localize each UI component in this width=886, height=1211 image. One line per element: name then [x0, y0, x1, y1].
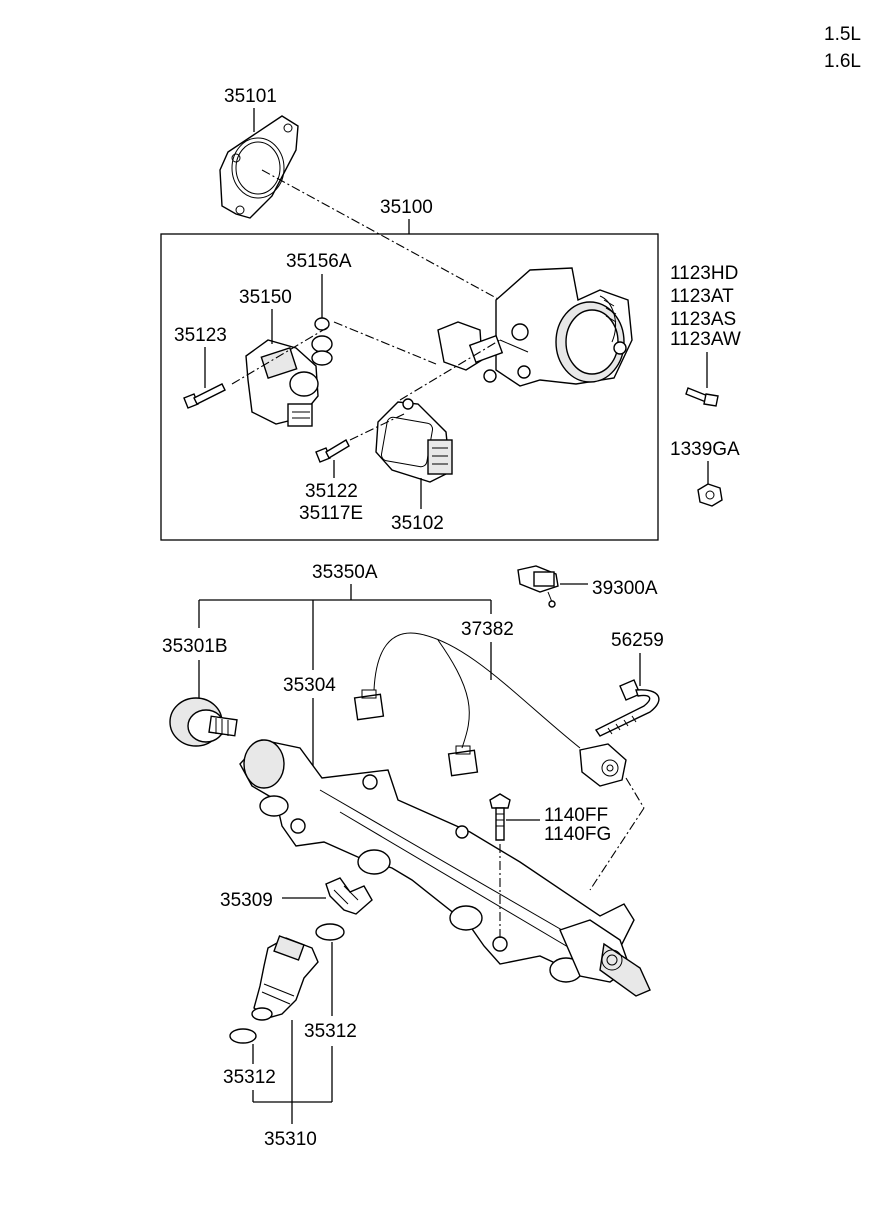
label-35310: 35310: [264, 1129, 317, 1150]
cable-tie-56259: [594, 679, 660, 737]
label-35122: 35122: [305, 481, 358, 502]
label-35100: 35100: [380, 197, 433, 218]
label-1123AW: 1123AW: [670, 329, 741, 350]
label-35312-lower: 35312: [223, 1067, 276, 1088]
label-1339GA: 1339GA: [670, 439, 740, 460]
o-rings-35156A: [311, 317, 333, 366]
label-1123AT: 1123AT: [670, 286, 734, 307]
label-35117E: 35117E: [299, 503, 363, 524]
label-1123HD: 1123HD: [670, 263, 738, 284]
throttle-body: [437, 267, 633, 387]
idle-speed-actuator-35150: [245, 339, 319, 427]
label-1140FG: 1140FG: [544, 824, 611, 845]
label-35123: 35123: [174, 325, 227, 346]
engine-variant-1: 1.5L: [824, 24, 861, 45]
sensor-39300A: [517, 565, 559, 608]
label-35150: 35150: [239, 287, 292, 308]
label-35301B: 35301B: [162, 636, 228, 657]
label-35102: 35102: [391, 513, 444, 534]
engine-variant-2: 1.6L: [824, 51, 861, 72]
label-35350A: 35350A: [312, 562, 378, 583]
pressure-regulator-35301B: [169, 697, 238, 747]
injector-35310: [251, 935, 319, 1021]
bolt-1123: [685, 387, 719, 407]
label-37382: 37382: [461, 619, 514, 640]
label-39300A: 39300A: [592, 578, 658, 599]
label-56259: 56259: [611, 630, 664, 651]
label-1140FF: 1140FF: [544, 805, 608, 826]
label-1123AS: 1123AS: [670, 309, 736, 330]
label-35304: 35304: [283, 675, 336, 696]
bolt-1140FF: [489, 793, 511, 841]
label-35156A: 35156A: [286, 251, 352, 272]
assembly-box-35100: [160, 233, 659, 541]
screw-35122: [315, 439, 350, 463]
o-ring-upper: [315, 923, 345, 941]
o-ring-lower: [229, 1028, 257, 1044]
fuel-rail-35304: [239, 739, 651, 997]
label-35312-upper: 35312: [304, 1021, 357, 1042]
clip-35309: [325, 877, 373, 915]
nut-1339GA: [697, 483, 723, 507]
bolt-35123: [183, 383, 226, 409]
label-35309: 35309: [220, 890, 273, 911]
throttle-position-sensor-35102: [375, 398, 453, 483]
wiring-harness-37382: [353, 632, 627, 787]
label-35101: 35101: [224, 86, 277, 107]
gasket-35101: [219, 115, 299, 219]
